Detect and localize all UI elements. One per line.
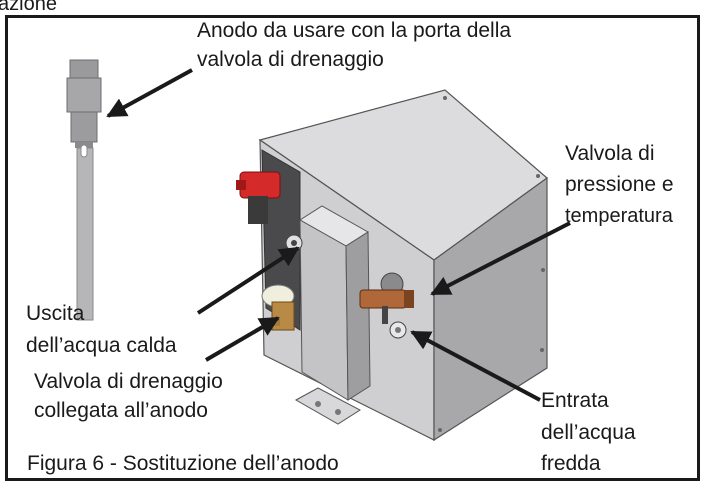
label-cold-inlet-line1: Entrata — [541, 389, 609, 412]
label-drain-valve-line1: Valvola di drenaggio — [34, 370, 223, 393]
leader-arrows — [106, 68, 571, 402]
red-valve-icon — [236, 171, 281, 224]
arrow-drain-valve — [204, 316, 280, 362]
label-hot-outlet-line2: dell’acqua calda — [26, 334, 177, 357]
arrow-anode — [106, 68, 193, 118]
label-drain-valve-line2: collegata all’anodo — [34, 399, 208, 422]
label-anode-line1: Anodo da usare con la porta della — [197, 19, 512, 42]
label-cold-inlet-line3: fredda — [541, 452, 601, 475]
anode-rod — [66, 59, 102, 321]
arrow-pt-valve — [430, 221, 571, 296]
drain-valve-icon — [261, 284, 295, 331]
label-pt-valve-line2: pressione e — [565, 173, 674, 196]
water-heater-tank — [258, 89, 548, 442]
heading-fragment: azione — [0, 0, 57, 15]
label-cold-inlet-line2: dell’acqua — [541, 421, 636, 444]
label-pt-valve-line1: Valvola di — [565, 142, 655, 165]
pt-valve-icon — [359, 272, 414, 324]
arrow-hot-outlet — [196, 246, 300, 315]
cold-water-inlet-fitting — [389, 321, 407, 339]
figure-frame — [5, 15, 700, 481]
label-hot-outlet-line1: Uscita — [26, 302, 85, 325]
label-anode-line2: valvola di drenaggio — [197, 48, 384, 71]
figure-caption: Figura 6 - Sostituzione dell’anodo — [27, 452, 339, 475]
arrow-cold-inlet — [410, 330, 541, 402]
label-pt-valve-line3: temperatura — [565, 205, 673, 227]
